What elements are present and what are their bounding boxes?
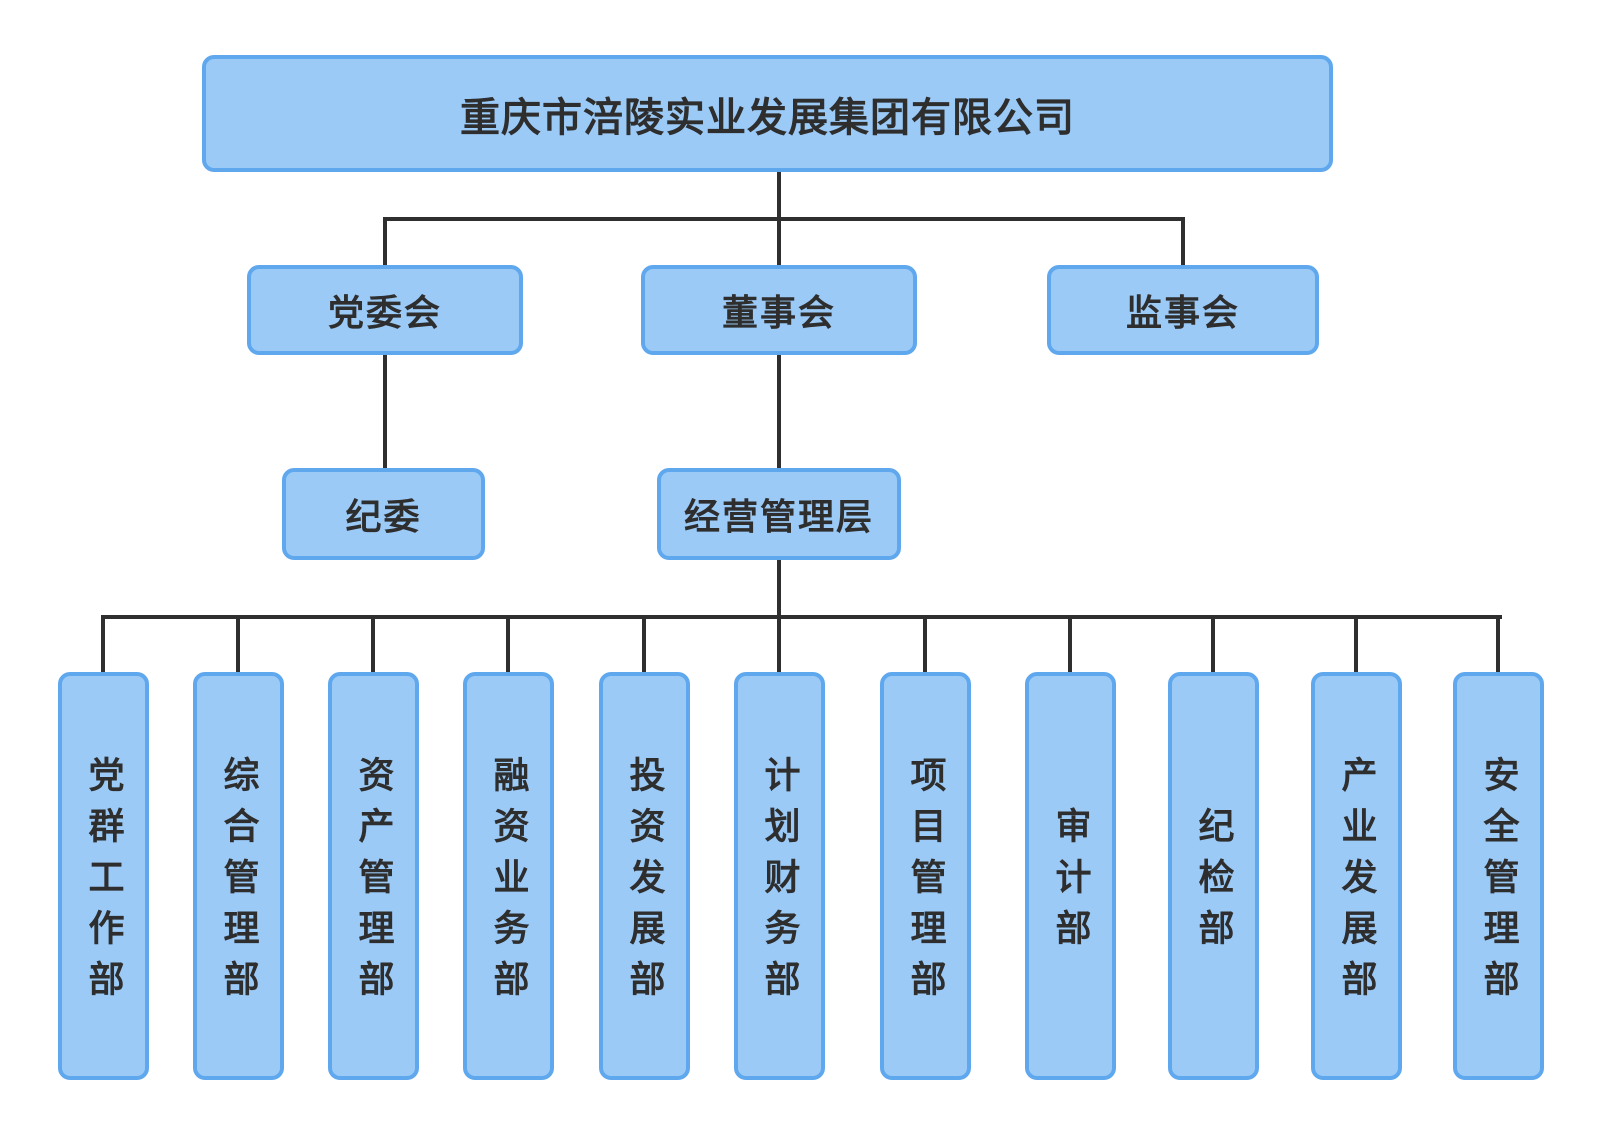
org-box-dept-investment-development: 投资发展部 bbox=[599, 672, 690, 1080]
connector-bus-departments bbox=[101, 615, 1502, 619]
dept-label: 计划财务部 bbox=[759, 756, 801, 1011]
connector-drop-dept-11 bbox=[1496, 615, 1500, 672]
org-box-dept-planning-finance: 计划财务部 bbox=[734, 672, 825, 1080]
org-box-dept-general-management: 综合管理部 bbox=[193, 672, 284, 1080]
dept-label: 安全管理部 bbox=[1478, 756, 1520, 1011]
org-box-dept-asset-management: 资产管理部 bbox=[328, 672, 419, 1080]
dept-label: 投资发展部 bbox=[624, 756, 666, 1011]
org-box-dept-audit: 审计部 bbox=[1025, 672, 1116, 1080]
connector-drop-dept-9 bbox=[1211, 615, 1215, 672]
org-box-management-level-label: 经营管理层 bbox=[683, 496, 874, 537]
org-box-management-level: 经营管理层 bbox=[657, 468, 901, 560]
org-box-dept-safety-management: 安全管理部 bbox=[1453, 672, 1544, 1080]
dept-label: 党群工作部 bbox=[83, 756, 125, 1011]
org-box-root-label: 重庆市涪陵实业发展集团有限公司 bbox=[460, 95, 1075, 140]
org-box-discipline-committee: 纪委 bbox=[282, 468, 485, 560]
org-box-dept-financing-business: 融资业务部 bbox=[463, 672, 554, 1080]
dept-label: 产业发展部 bbox=[1336, 756, 1378, 1011]
dept-label: 综合管理部 bbox=[218, 756, 260, 1011]
org-box-board-of-directors: 董事会 bbox=[641, 265, 917, 355]
connector-drop-party bbox=[383, 217, 387, 265]
connector-party-to-jiwei bbox=[383, 355, 387, 468]
connector-drop-dept-5 bbox=[642, 615, 646, 672]
dept-label: 融资业务部 bbox=[488, 756, 530, 1011]
dept-label: 项目管理部 bbox=[905, 756, 947, 1011]
org-box-dept-discipline-inspection: 纪检部 bbox=[1168, 672, 1259, 1080]
org-box-dept-project-management: 项目管理部 bbox=[880, 672, 971, 1080]
org-box-discipline-committee-label: 纪委 bbox=[345, 496, 422, 537]
connector-drop-dept-1 bbox=[101, 615, 105, 672]
org-box-root: 重庆市涪陵实业发展集团有限公司 bbox=[202, 55, 1333, 172]
connector-drop-dept-8 bbox=[1068, 615, 1072, 672]
connector-root-stub bbox=[777, 172, 781, 221]
org-box-party-committee-label: 党委会 bbox=[327, 292, 442, 333]
connector-drop-supervisory bbox=[1181, 217, 1185, 265]
connector-board-to-mgmt bbox=[777, 355, 781, 468]
dept-label: 审计部 bbox=[1050, 807, 1092, 960]
connector-drop-dept-6 bbox=[777, 615, 781, 672]
connector-drop-dept-3 bbox=[371, 615, 375, 672]
connector-drop-dept-10 bbox=[1354, 615, 1358, 672]
org-box-board-of-directors-label: 董事会 bbox=[721, 292, 836, 333]
connector-drop-dept-7 bbox=[923, 615, 927, 672]
connector-drop-dept-4 bbox=[506, 615, 510, 672]
org-box-dept-industry-development: 产业发展部 bbox=[1311, 672, 1402, 1080]
org-box-supervisory-board-label: 监事会 bbox=[1125, 292, 1240, 333]
org-box-supervisory-board: 监事会 bbox=[1047, 265, 1319, 355]
connector-mgmt-stub bbox=[777, 560, 781, 617]
dept-label: 纪检部 bbox=[1193, 807, 1235, 960]
connector-bus-level2 bbox=[383, 217, 1185, 221]
dept-label: 资产管理部 bbox=[353, 756, 395, 1011]
connector-drop-dept-2 bbox=[236, 615, 240, 672]
org-box-party-committee: 党委会 bbox=[247, 265, 523, 355]
org-box-dept-party-mass-work: 党群工作部 bbox=[58, 672, 149, 1080]
connector-drop-board bbox=[777, 217, 781, 265]
